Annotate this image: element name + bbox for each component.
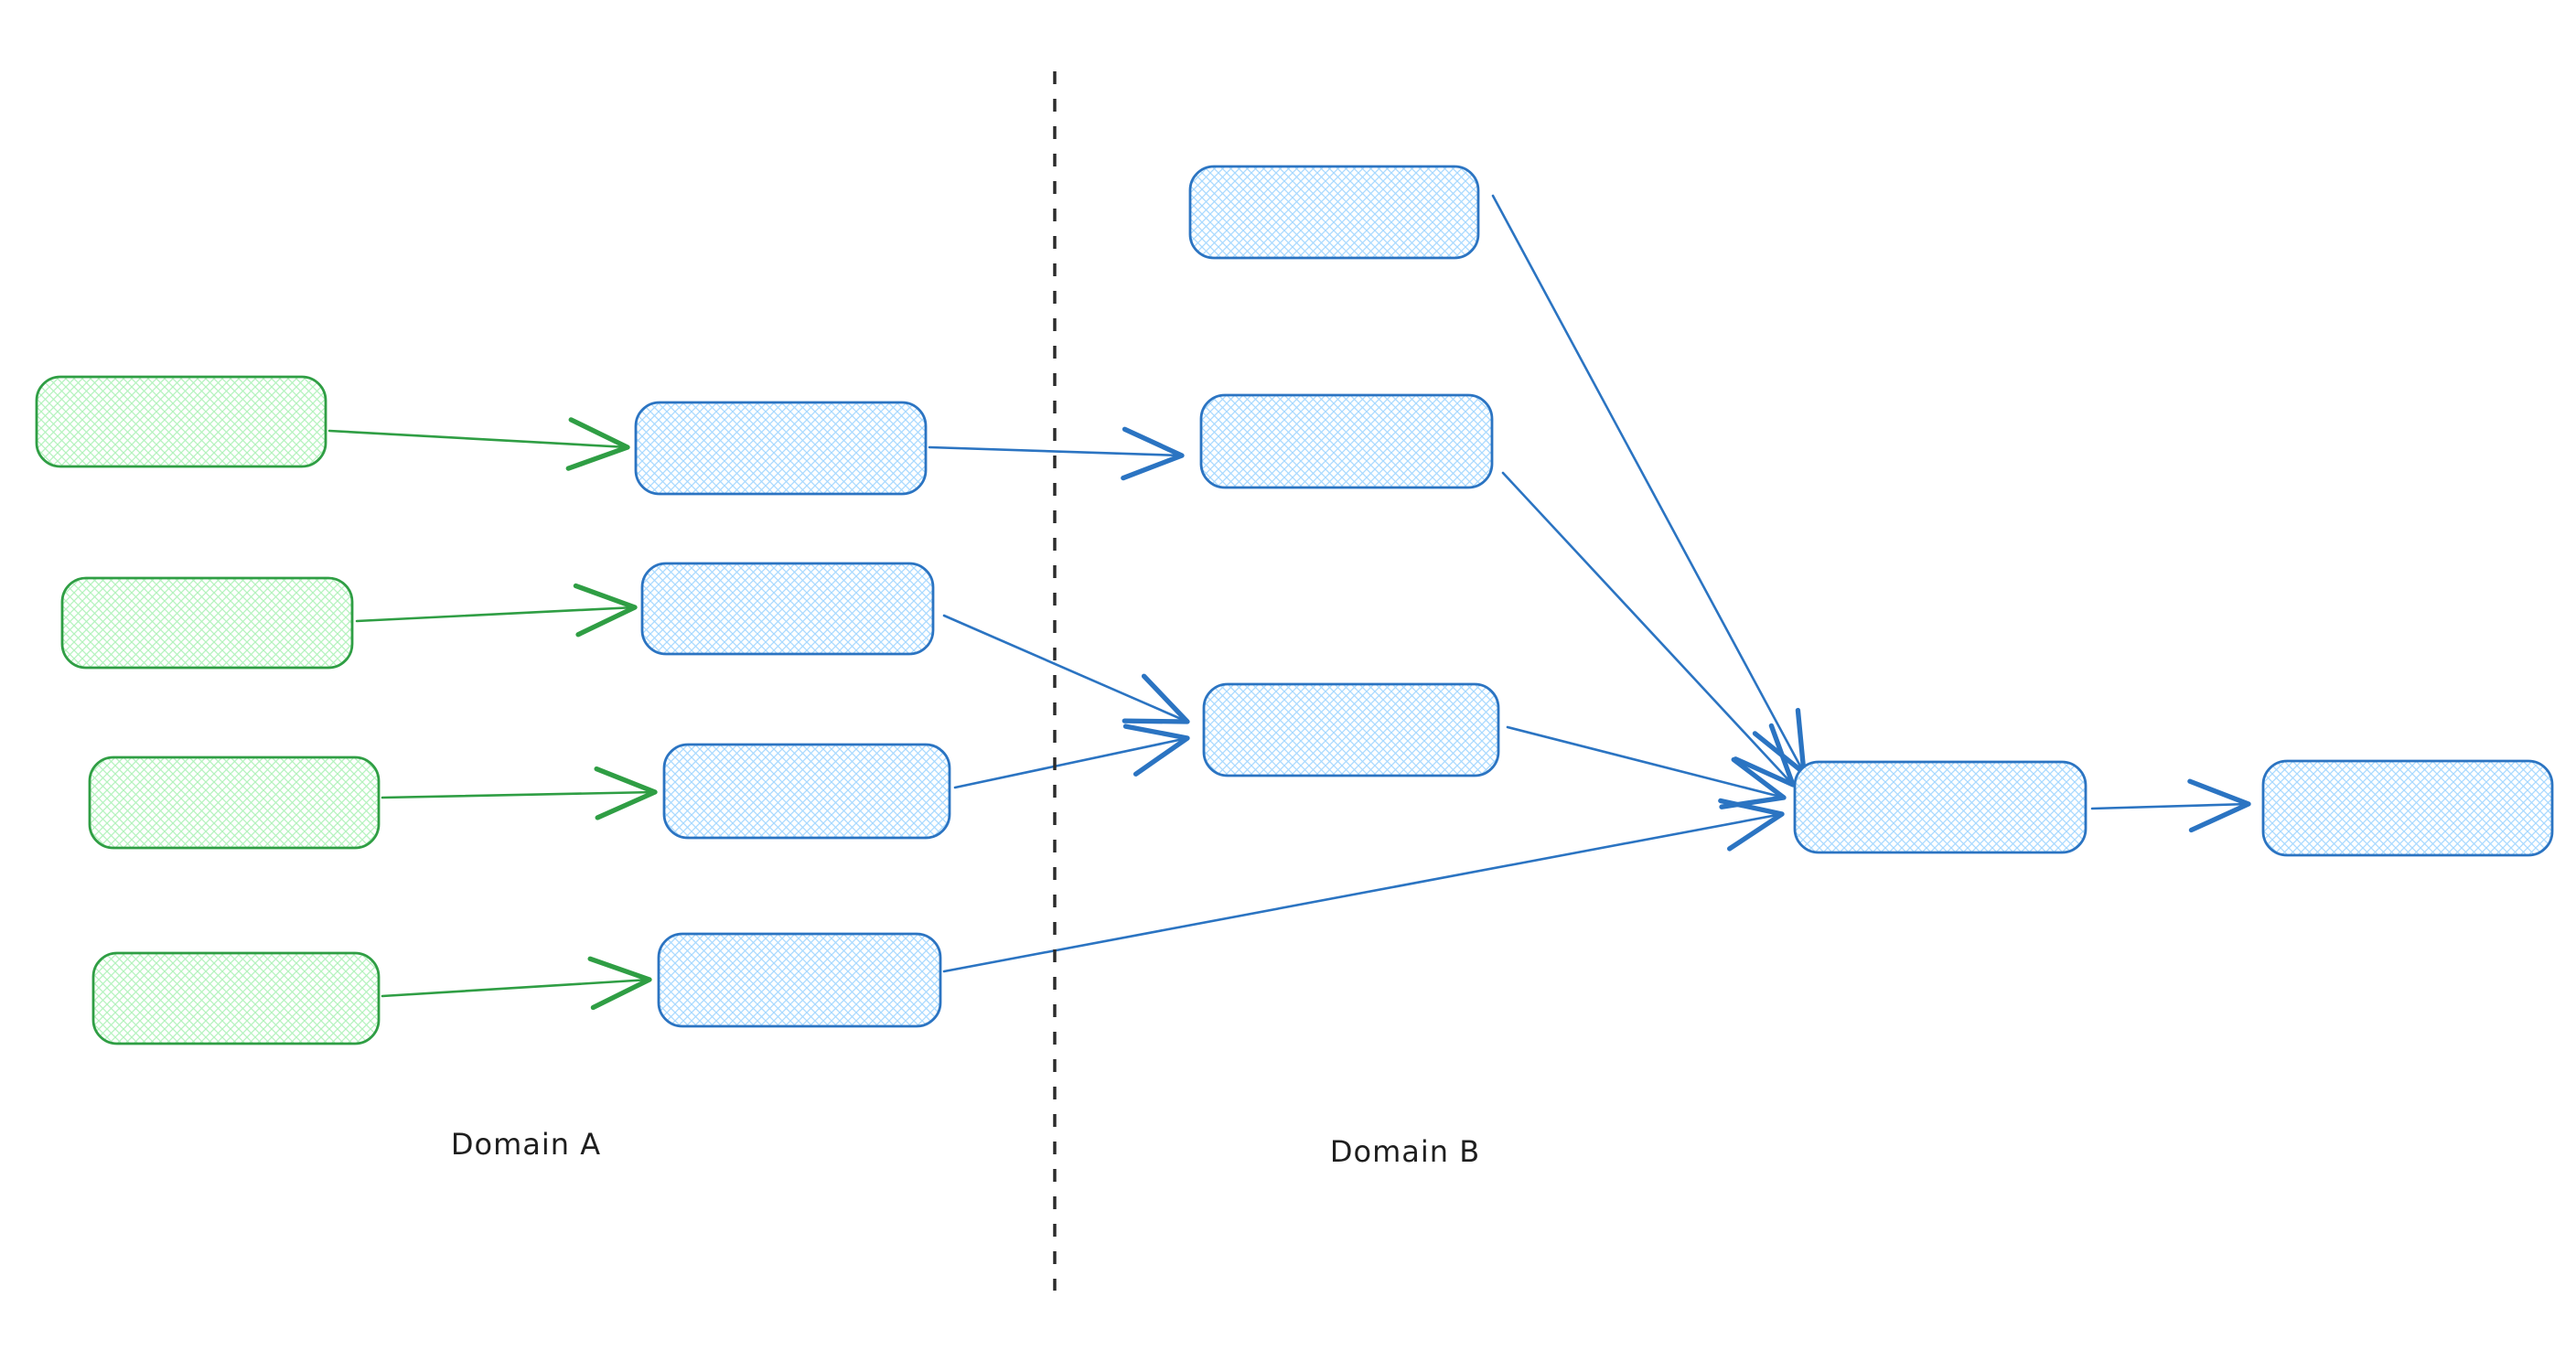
domain-a-stage-box-1	[634, 401, 928, 496]
domain-b-merge-box	[1793, 760, 2088, 854]
arrow-c1-f1	[2090, 778, 2251, 833]
arrow-b1-d2	[928, 426, 1185, 481]
domain-a-source-box-1	[35, 375, 327, 468]
domain-b-box-1	[1188, 165, 1480, 260]
domain-a-stage-box-3	[662, 743, 951, 840]
arrow-d1-c1	[1491, 194, 1807, 776]
domain-b-label: Domain B	[1329, 1134, 1481, 1169]
domain-a-stage-box-4	[657, 932, 942, 1028]
arrow-b2-d3	[942, 614, 1190, 724]
arrow-g3-b3	[381, 766, 658, 820]
domain-b-output-box	[2261, 759, 2554, 857]
domain-b-box-3	[1202, 682, 1500, 777]
domain-a-source-box-3	[88, 756, 381, 850]
arrow-d2-c1	[1501, 471, 1796, 788]
domain-a-source-box-2	[60, 576, 354, 670]
arrow-b4-c1	[942, 798, 1785, 973]
arrow-b3-d3	[953, 724, 1190, 789]
domain-a-source-box-4	[91, 951, 381, 1045]
arrow-g4-b4	[381, 956, 652, 1011]
arrow-g2-b2	[355, 583, 638, 638]
arrow-d3-c1	[1506, 725, 1787, 809]
domain-b-box-2	[1199, 393, 1494, 489]
arrow-g1-b1	[327, 417, 630, 471]
domain-a-label: Domain A	[450, 1127, 602, 1162]
domain-a-stage-box-2	[640, 562, 935, 656]
